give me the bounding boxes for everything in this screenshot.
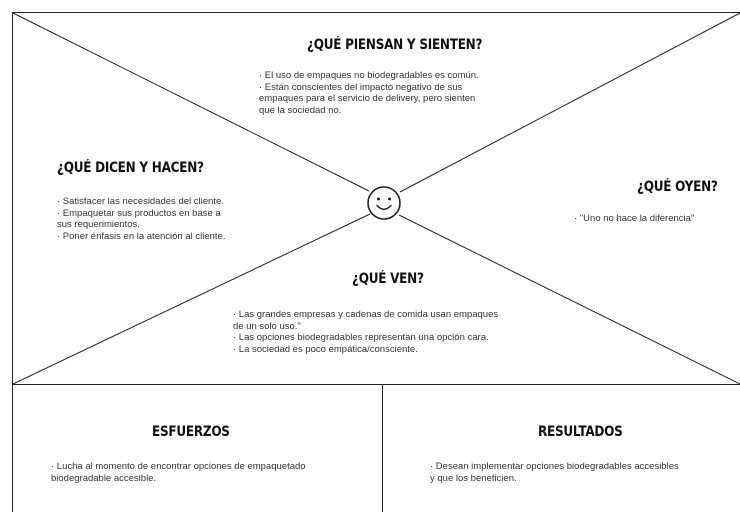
pains-line: · Lucha al momento de encontrar opciones… (51, 461, 306, 472)
diagonal-line-4 (12, 213, 371, 385)
think-feel-line: · El uso de empaques no biodegradables e… (259, 70, 479, 81)
gains-title: RESULTADOS (538, 424, 623, 440)
pains-title: ESFUERZOS (152, 424, 230, 440)
gains-text: · Desean implementar opciones biodegrada… (430, 461, 679, 484)
think-feel-text: · El uso de empaques no biodegradables e… (259, 70, 479, 116)
map-border (12, 12, 740, 512)
say-do-line: · Empaquetar sus productos en base a (57, 207, 221, 219)
see-line: · Las opciones biodegradables representa… (233, 332, 489, 343)
say-do-line: · Satisfacer las necesidades del cliente… (57, 196, 224, 207)
see-line: de un solo uso." (233, 320, 301, 332)
see-line: · La sociedad es poco empática/conscient… (233, 343, 418, 355)
think-feel-line: · Están conscientes del impacto negativo… (259, 81, 463, 93)
say-do-line: · Poner énfasis en la atención al client… (57, 230, 226, 242)
hear-line: · "Uno no hace la diferencia" (574, 213, 695, 224)
pains-line: biodegradable accesible. (51, 472, 157, 484)
hear-text: · "Uno no hace la diferencia" (574, 213, 694, 225)
diagonal-line-2 (398, 214, 740, 385)
think-feel-line: que la sociedad no. (259, 104, 342, 116)
think-feel-line: empaques para el servicio de delivery, p… (259, 93, 476, 104)
say-do-text: · Satisfacer las necesidades del cliente… (57, 196, 225, 242)
hear-title: ¿QUÉ OYEN? (637, 179, 718, 195)
gains-line: y que los beneficien. (430, 472, 517, 484)
diagonal-line-3 (399, 12, 740, 193)
gains-line: · Desean implementar opciones biodegrada… (430, 461, 679, 472)
diagonal-line-1 (12, 12, 370, 192)
see-text: · Las grandes empresas y cadenas de comi… (233, 309, 498, 355)
smiley-face-icon (367, 186, 401, 220)
say-do-line: sus requerimientos. (57, 219, 140, 230)
see-title: ¿QUÉ VEN? (352, 271, 424, 287)
think-feel-title: ¿QUÉ PIENSAN Y SIENTEN? (307, 37, 483, 53)
pains-text: · Lucha al momento de encontrar opciones… (51, 461, 306, 484)
say-do-title: ¿QUÉ DICEN Y HACEN? (57, 160, 204, 176)
see-line: · Las grandes empresas y cadenas de comi… (233, 309, 499, 320)
